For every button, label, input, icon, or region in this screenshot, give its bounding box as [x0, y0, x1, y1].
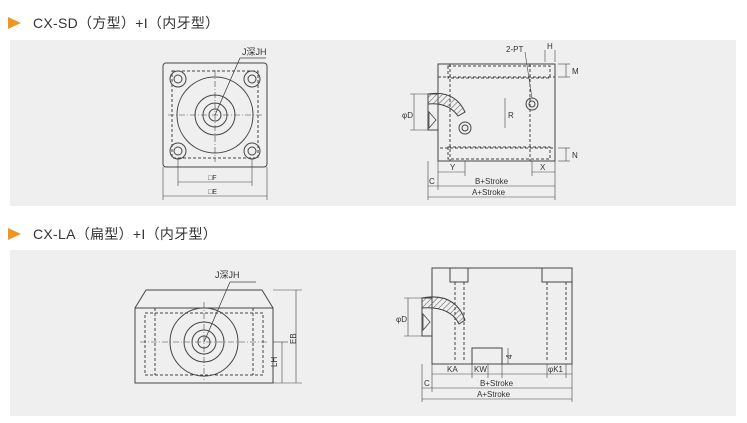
sd-dim-m: M — [572, 67, 579, 76]
la-dim-phi-d: φD — [396, 315, 407, 324]
section-heading-cx-la: CX-LA（扁型）+I（内牙型） — [8, 224, 217, 244]
sd-dim-n: N — [572, 151, 578, 160]
sd-dim-x: X — [540, 163, 546, 172]
sd-port-label: 2-PT — [506, 45, 523, 54]
section-heading-cx-sd: CX-SD（方型）+I（内牙型） — [8, 13, 219, 33]
section-title: CX-SD（方型）+I（内牙型） — [33, 15, 220, 31]
sd-dim-a-stroke: A+Stroke — [472, 188, 506, 197]
sd-dim-c: C — [429, 177, 435, 186]
sd-side-view — [410, 50, 570, 200]
sd-bore-label: J深JH — [242, 47, 267, 57]
la-dim-a-stroke: A+Stroke — [477, 390, 511, 399]
la-dim-c: C — [424, 379, 430, 388]
la-dim-kw: KW — [474, 365, 487, 374]
sd-dim-f: □F — [208, 175, 217, 182]
la-dim-phi-k1: φK1 — [548, 365, 564, 374]
la-dim-eb: EB — [289, 333, 298, 344]
section-title: CX-LA（扁型）+I（内牙型） — [33, 226, 218, 242]
sd-dim-e: □E — [208, 189, 217, 196]
cx-sd-drawing: J深JH □F □E — [162, 42, 579, 200]
orange-arrow-icon — [8, 228, 21, 240]
la-bore-label: J深JH — [215, 270, 240, 280]
orange-arrow-icon — [8, 17, 21, 29]
la-dim-b-stroke: B+Stroke — [480, 379, 514, 388]
la-dim-lh: LH — [270, 357, 279, 367]
sd-dim-b-stroke: B+Stroke — [475, 177, 509, 186]
la-front-view — [134, 281, 302, 384]
sd-dim-phi-d: φD — [402, 111, 413, 120]
sd-front-view — [162, 57, 268, 200]
diagram-panel-cx-sd: J深JH □F □E — [10, 40, 736, 206]
sd-dim-h: H — [547, 42, 553, 51]
sd-dim-r: R — [508, 111, 514, 120]
cx-la-drawing: J深JH LH EB — [134, 267, 573, 402]
diagram-panel-cx-la: J深JH LH EB — [10, 250, 736, 416]
la-dim-ka: KA — [447, 365, 458, 374]
la-side-view — [404, 267, 573, 402]
la-dim-4: 4 — [505, 354, 514, 359]
sd-dim-y: Y — [450, 163, 456, 172]
